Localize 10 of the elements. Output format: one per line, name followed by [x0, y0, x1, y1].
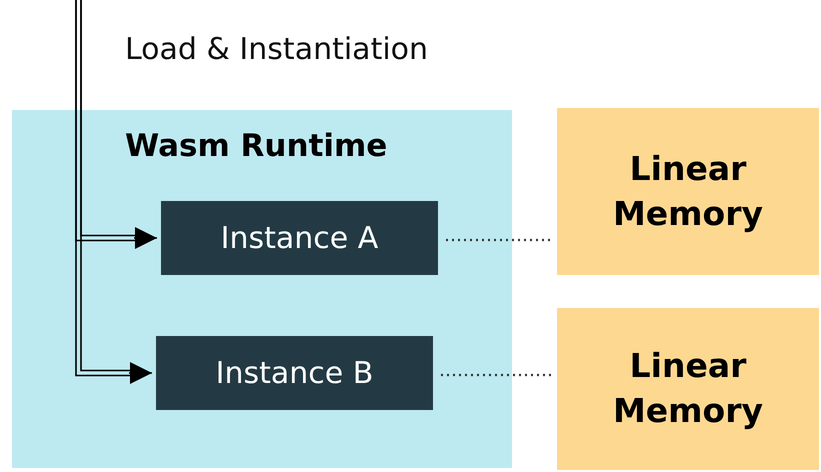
flow-label: Load & Instantiation — [125, 32, 428, 67]
runtime-panel — [12, 110, 512, 468]
instance-box: Instance A — [161, 201, 438, 275]
dotted-connector — [441, 374, 553, 376]
double-line-arrow — [75, 0, 153, 384]
memory-box: Linear Memory — [557, 108, 819, 275]
instance-box: Instance B — [156, 336, 433, 410]
panel-title: Wasm Runtime — [125, 128, 388, 164]
dotted-connector — [446, 238, 553, 242]
memory-box: Linear Memory — [557, 308, 819, 470]
